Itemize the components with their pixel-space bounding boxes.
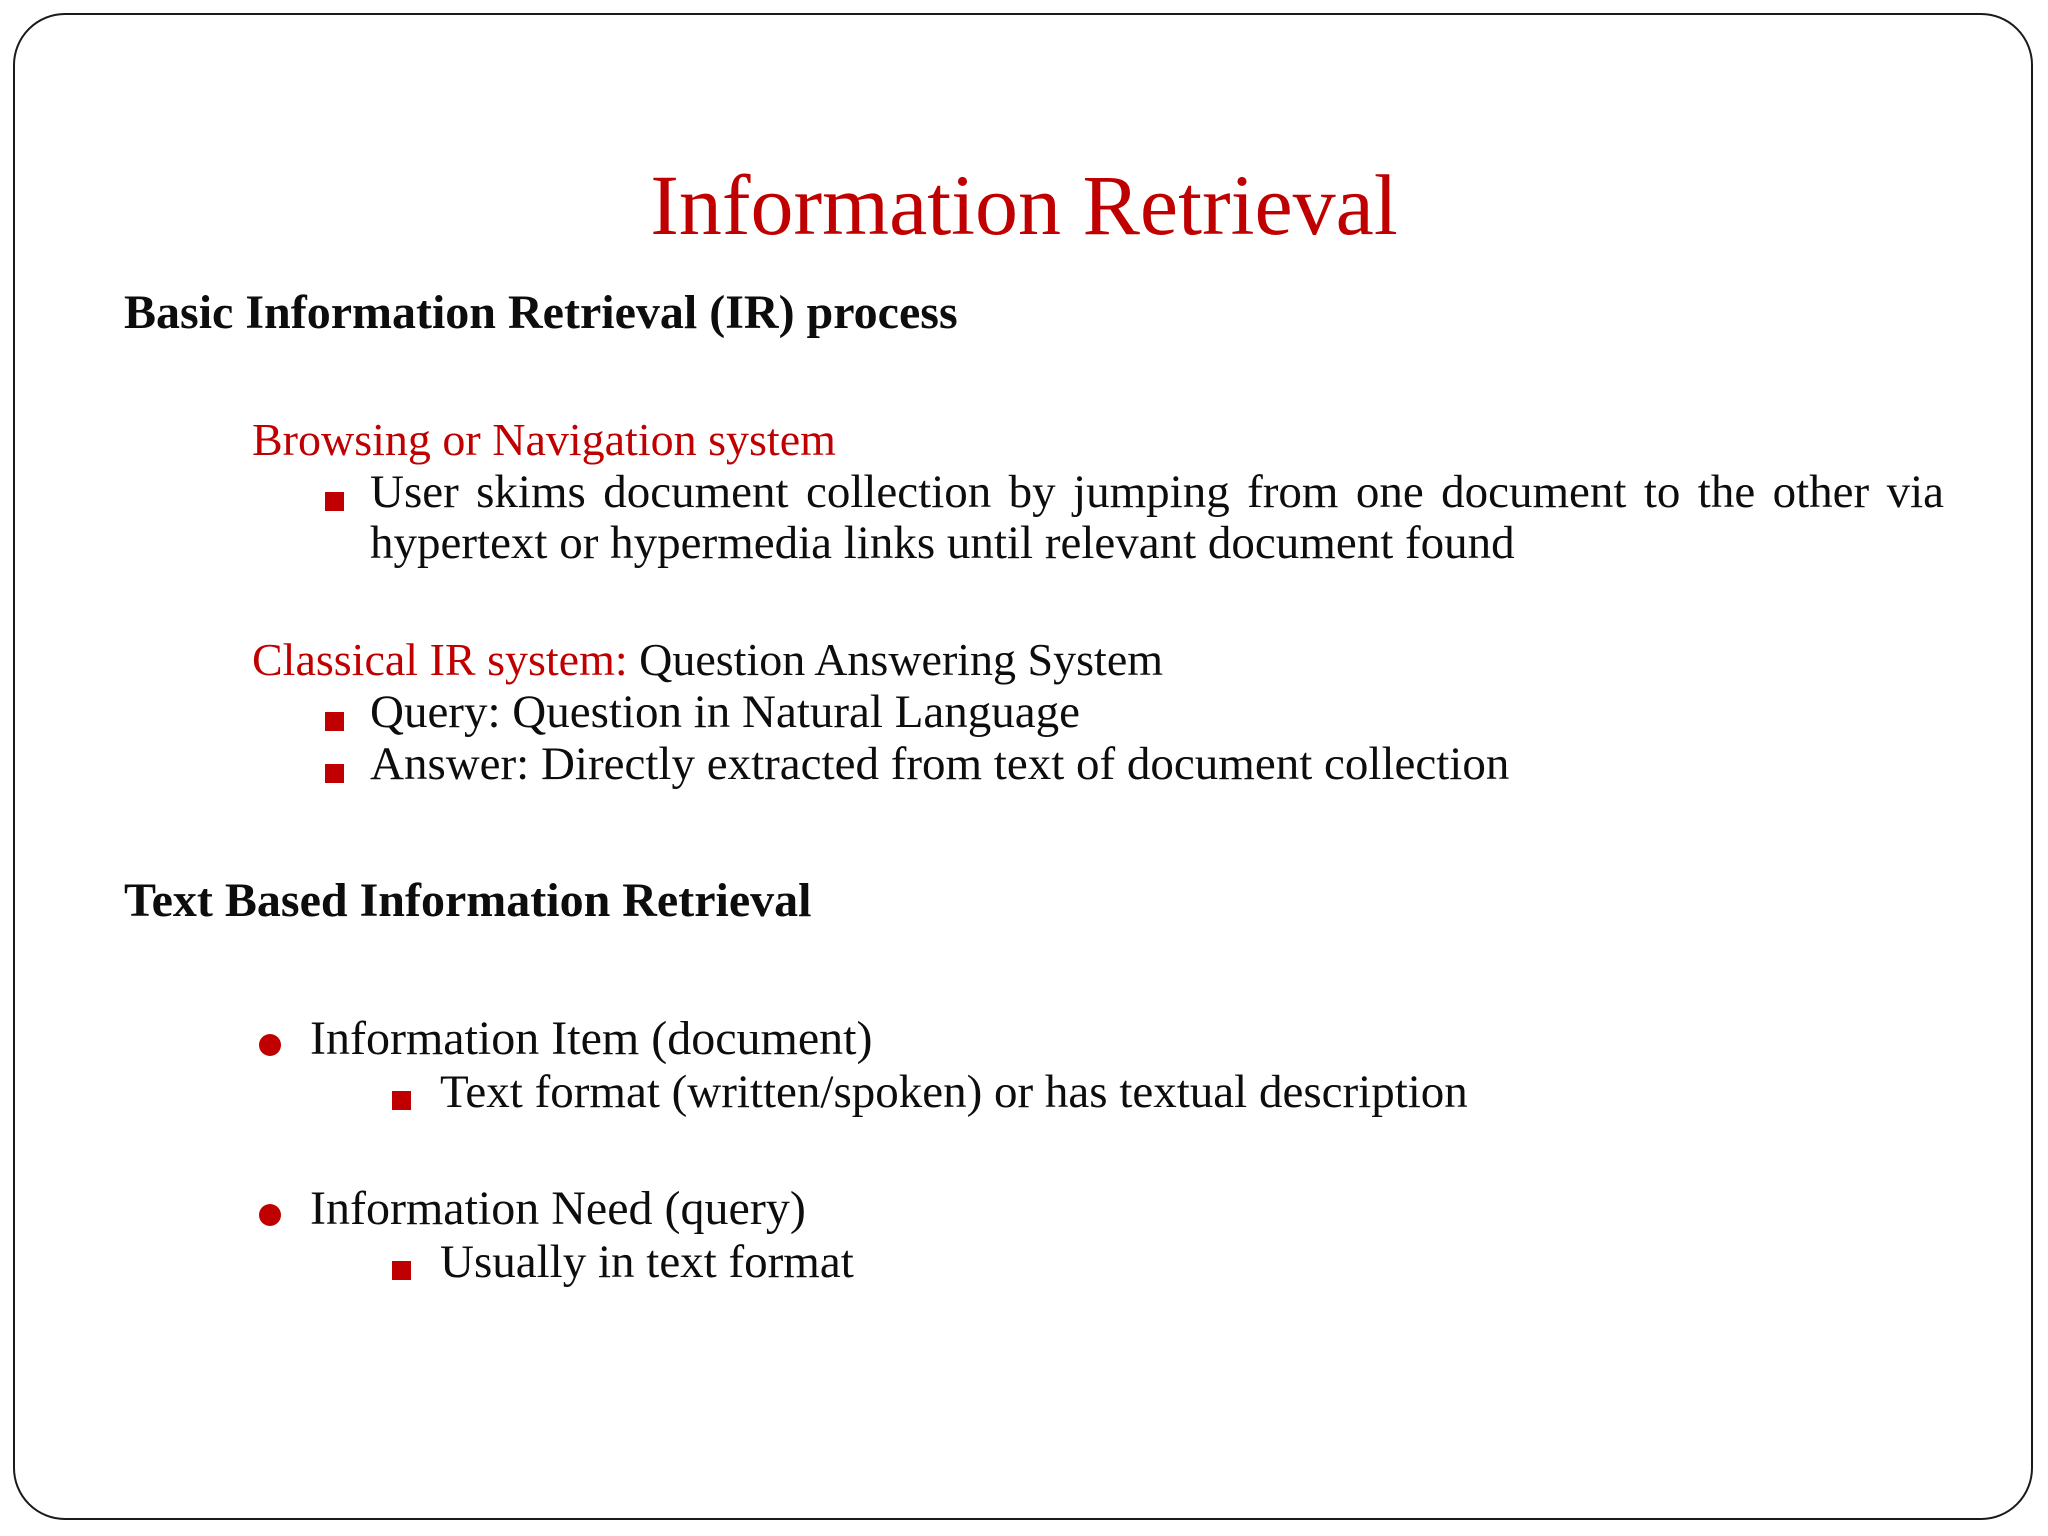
subheading-red-run: Browsing or Navigation system <box>252 413 836 465</box>
bullet-item: Answer: Directly extracted from text of … <box>0 738 2048 791</box>
spacer <box>0 790 2048 874</box>
bullet-list-text-based-ir: Information Item (document) Text format … <box>0 1012 2048 1118</box>
list-item-sub: Usually in text format <box>0 1236 2048 1289</box>
subheading-black-run: Question Answering System <box>627 634 1164 686</box>
section-heading-basic-ir-process: Basic Information Retrieval (IR) process <box>124 286 958 339</box>
list-item: Information Need (query) <box>0 1182 2048 1236</box>
slide-title: Information Retrieval <box>650 156 1398 253</box>
spacer <box>0 570 2048 634</box>
bullet-list-information-need: Information Need (query) Usually in text… <box>0 1182 2048 1288</box>
bullet-list-browsing: User skims document collection by jumpin… <box>0 466 2048 570</box>
slide-body: Basic Information Retrieval (IR) process… <box>0 286 2048 1289</box>
spacer <box>0 928 2048 1012</box>
bullet-item: User skims document collection by jumpin… <box>0 466 2048 570</box>
list-item: Information Item (document) <box>0 1012 2048 1066</box>
section-heading-text-based-ir: Text Based Information Retrieval <box>124 874 812 928</box>
bullet-item: Query: Question in Natural Language <box>0 686 2048 739</box>
subheading-browsing-navigation-system: Browsing or Navigation system <box>0 414 2048 467</box>
subheading-red-run: Classical IR system: <box>252 634 628 686</box>
bullet-list-classical-ir: Query: Question in Natural Language Answ… <box>0 686 2048 791</box>
subheading-classical-ir-system: Classical IR system: Question Answering … <box>0 634 2048 687</box>
spacer <box>0 1118 2048 1182</box>
spacer <box>0 340 2048 414</box>
list-item-sub: Text format (written/spoken) or has text… <box>0 1066 2048 1119</box>
